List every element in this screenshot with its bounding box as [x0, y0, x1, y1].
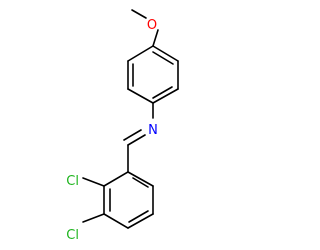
nitrogen-label: N — [148, 123, 158, 138]
bond-ring1-c — [152, 88, 179, 104]
bond-chlorine-2 — [82, 213, 105, 223]
bond-ring2-inner-a — [132, 177, 149, 188]
chlorine-label-1: Cl — [66, 174, 79, 189]
bond-ring1-a — [152, 45, 179, 62]
bond-ring2-a — [127, 171, 154, 187]
bond-oxygen-ring — [152, 29, 159, 47]
bond-ring1-f — [127, 45, 154, 62]
bond-nitrogen-methine-2 — [123, 129, 142, 141]
chlorine-label-2: Cl — [66, 228, 79, 243]
bond-ring2-inner-b — [128, 210, 149, 223]
bond-ring2-c — [127, 213, 154, 229]
bond-chlorine-1 — [82, 177, 105, 187]
bond-ring2-f — [103, 171, 129, 187]
bond-ring1-inner-b — [152, 86, 173, 99]
molecule-structure: O N Cl Cl — [66, 9, 179, 243]
oxygen-label: O — [147, 18, 157, 33]
bond-ring2-d — [103, 213, 129, 229]
bond-ring1-d — [127, 88, 154, 104]
bond-ring1-inner-a — [152, 51, 174, 65]
bond-nitrogen-methine — [127, 134, 146, 146]
bond-methyl-oxygen — [131, 9, 147, 19]
